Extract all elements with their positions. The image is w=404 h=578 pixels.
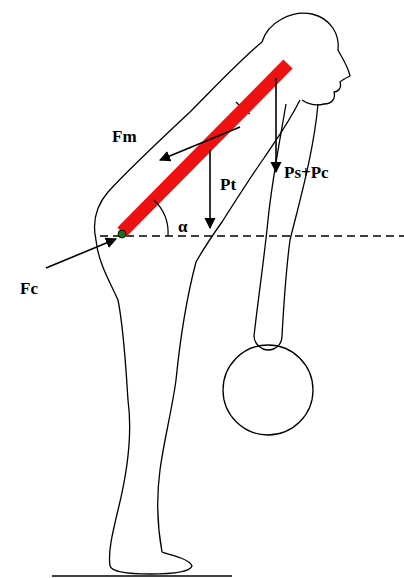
trunk-segment (122, 64, 288, 232)
force-label: Pt (220, 176, 236, 193)
body-outline (95, 13, 351, 574)
angle-label: α (178, 218, 188, 235)
ground-line (52, 575, 232, 576)
reference-line (100, 235, 404, 236)
force-label: Fm (112, 128, 137, 145)
weight-disc (223, 345, 313, 435)
angle-arc (154, 200, 168, 236)
muscle-force-arrow (160, 127, 240, 160)
force-label: Fc (20, 280, 38, 297)
force-label: Ps+Pc (284, 164, 329, 181)
trunk-weight-arrow (209, 150, 211, 228)
joint-force-arrow (46, 239, 116, 268)
hip-joint (118, 230, 126, 238)
load-weight-arrow (275, 78, 277, 172)
